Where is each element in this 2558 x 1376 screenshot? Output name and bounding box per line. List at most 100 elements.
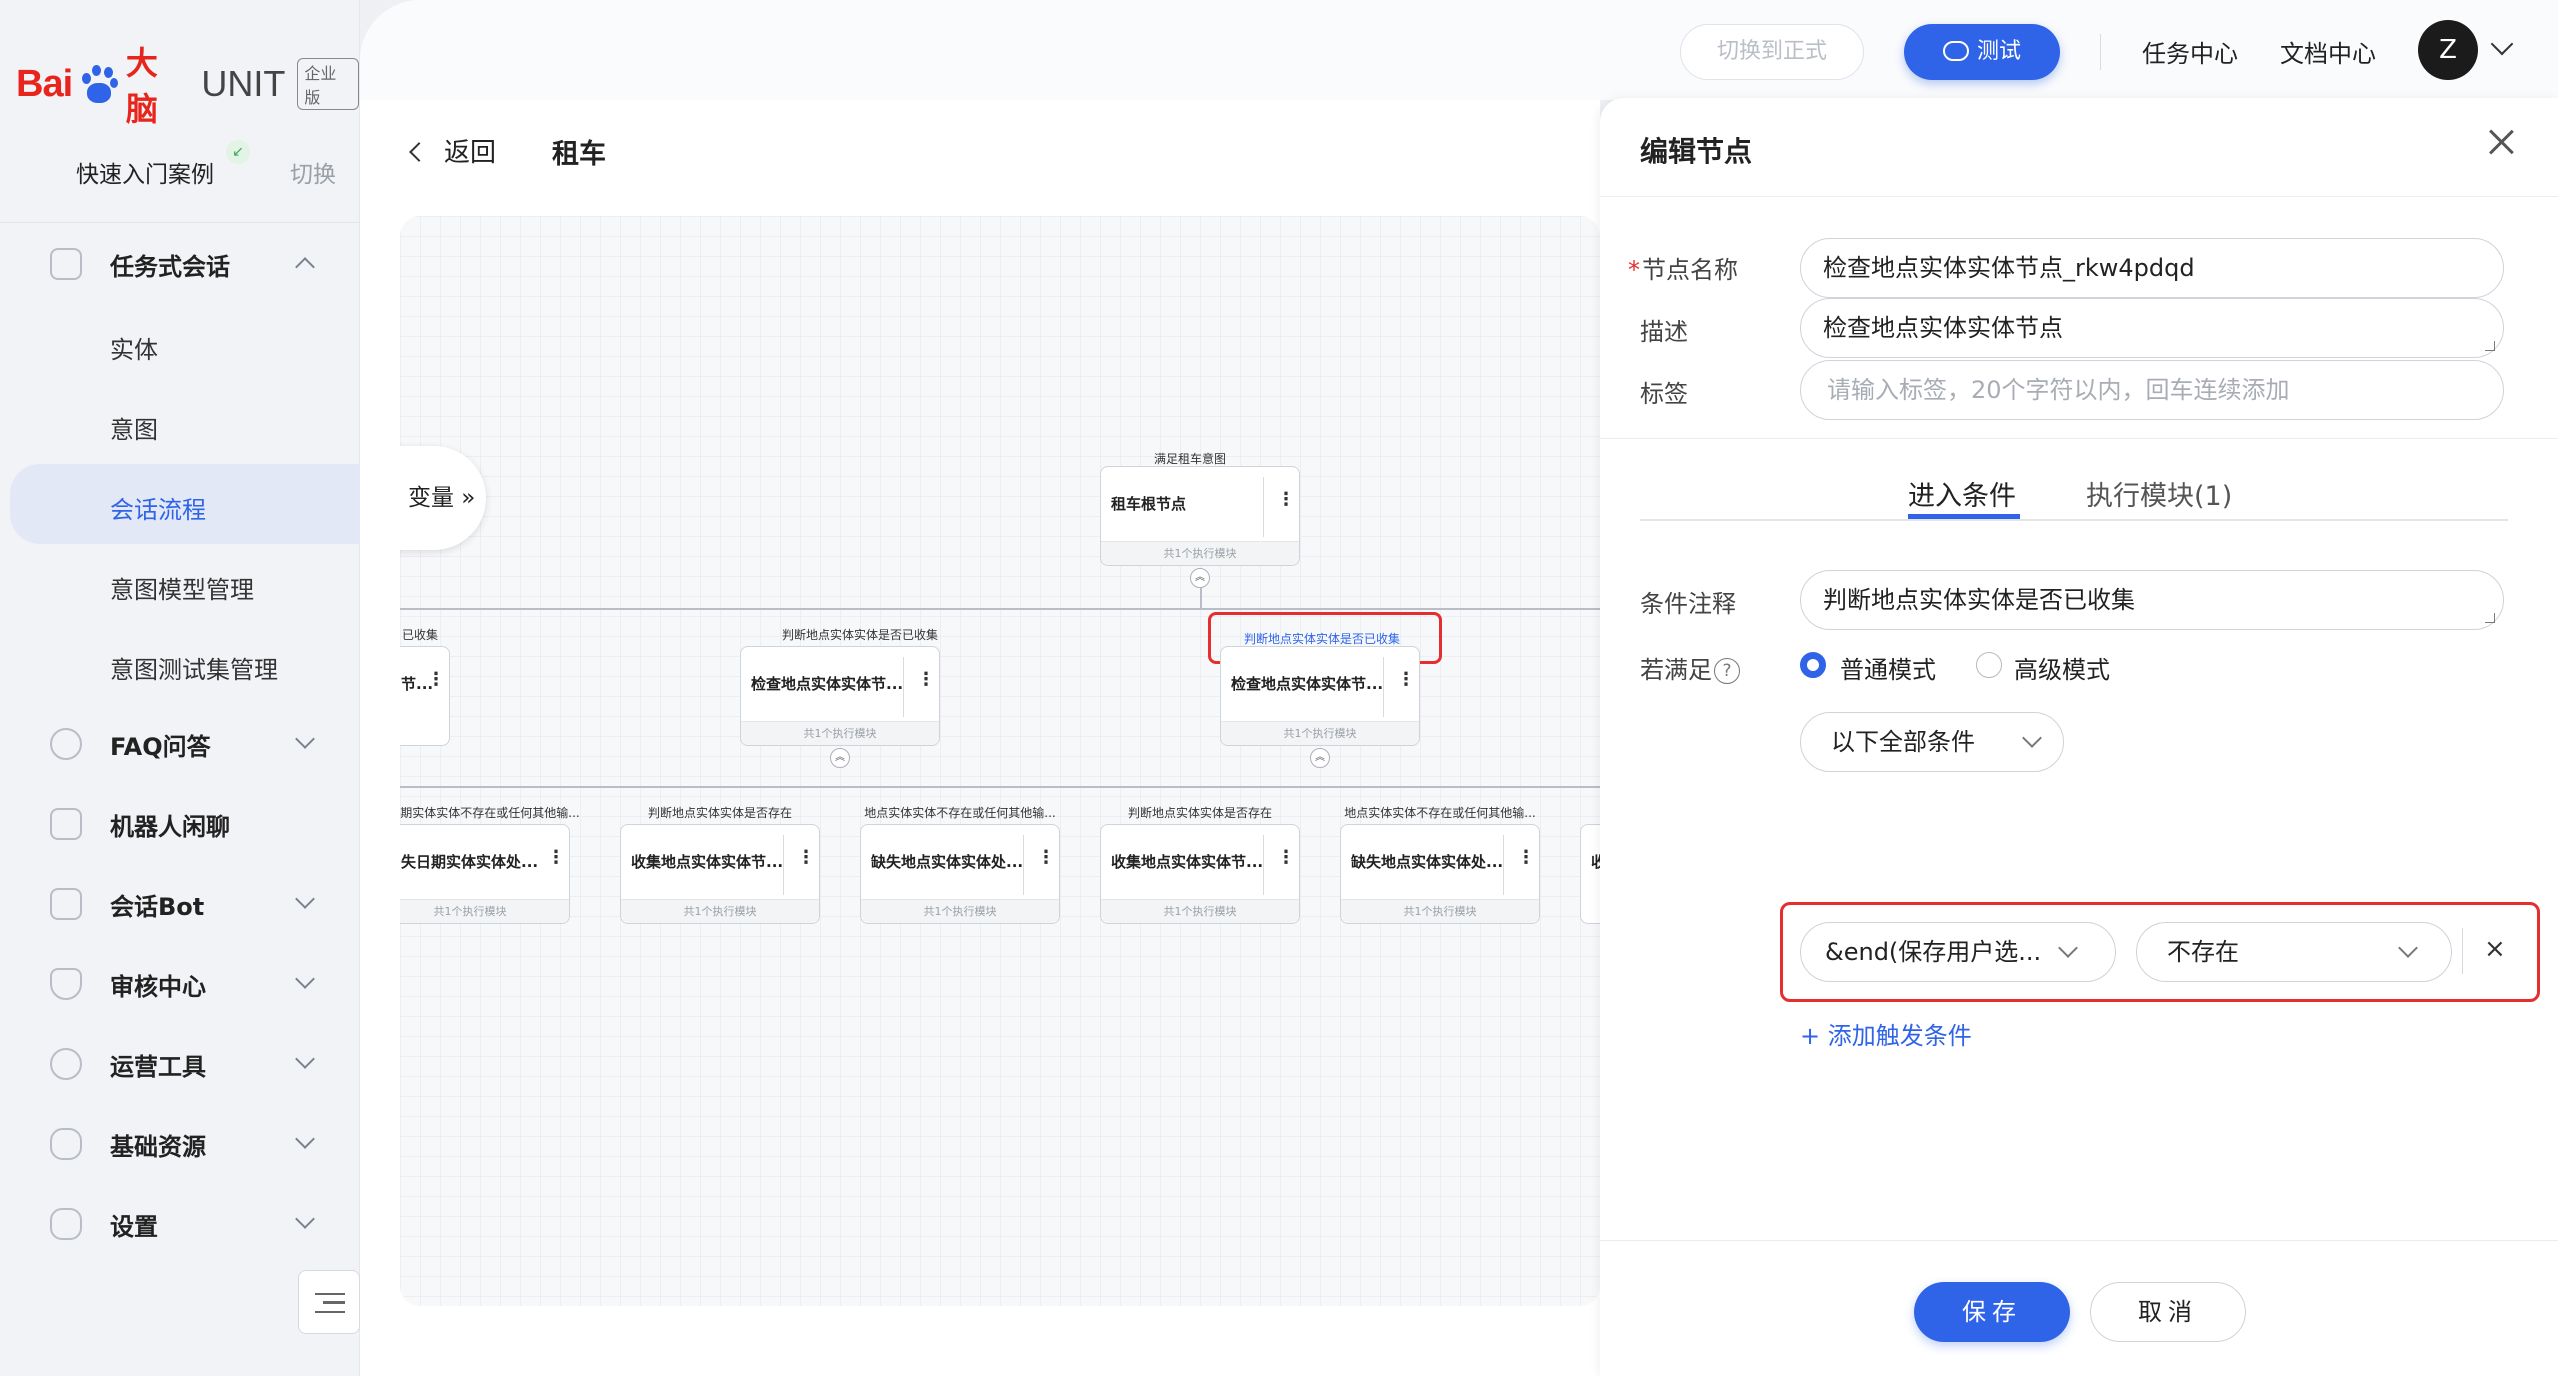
add-trigger-link[interactable]: + 添加触发条件 (1800, 1022, 1972, 1050)
collapse-children-icon[interactable]: ︽ (830, 748, 850, 768)
project-pin-icon[interactable]: ↙ (226, 140, 250, 164)
sidebar-item-settings[interactable]: 设置 (0, 1194, 360, 1254)
sidebar-item-chitchat[interactable]: 机器人闲聊 (0, 794, 360, 854)
sidebar-subitem-label: 意图 (110, 416, 158, 444)
sidebar-item-label: 基础资源 (110, 1132, 206, 1161)
node-menu-icon[interactable]: ⋮ (427, 669, 445, 690)
condition-highlight-box (1780, 902, 2540, 1002)
tab-baseline (1640, 519, 2508, 521)
flow-node[interactable]: 节... ⋮ (400, 646, 450, 746)
node-menu-icon[interactable]: ⋮ (1517, 847, 1535, 868)
sidebar-item-label: 设置 (110, 1212, 158, 1241)
node-menu-icon[interactable]: ⋮ (1397, 669, 1415, 690)
tab-entry-condition[interactable]: 进入条件 (1908, 481, 2016, 512)
collapse-children-icon[interactable]: ︽ (1310, 748, 1330, 768)
sidebar-item-label: FAQ问答 (110, 732, 211, 761)
remove-condition-icon[interactable]: × (2484, 934, 2506, 964)
switch-project-link[interactable]: 切换 (290, 162, 336, 188)
save-button[interactable]: 保存 (1914, 1282, 2070, 1342)
flow-node[interactable]: 检查地点实体实体节... ⋮ 共1个执行模块 (740, 646, 940, 746)
sidebar-subitem-dialog-flow[interactable]: 会话流程 (10, 464, 360, 544)
switch-to-formal-button[interactable]: 切换到正式 (1680, 24, 1864, 80)
sidebar-item-task-dialog[interactable]: 任务式会话 (0, 234, 360, 294)
settings-icon (50, 1208, 82, 1240)
flow-node-root[interactable]: 租车根节点 ⋮ 共1个执行模块 (1100, 466, 1300, 566)
flow-graph: 满足租车意图 租车根节点 ⋮ 共1个执行模块 ︽ 已收集 节... ⋮ 判断地点… (400, 216, 1600, 1306)
match-mode-select[interactable]: 以下全部条件 (1800, 712, 2064, 772)
flow-node[interactable]: 收集地点实体实体节... ⋮ 共1个执行模块 (620, 824, 820, 924)
user-avatar[interactable]: Z (2418, 20, 2478, 80)
node-divider (1503, 835, 1504, 895)
collapse-children-icon[interactable]: ︽ (1190, 568, 1210, 588)
edit-node-panel: 编辑节点 *节点名称 检查地点实体实体节点_rkw4pdqd 描述 检查地点实体… (1600, 98, 2558, 1376)
back-button[interactable]: 返回 (409, 132, 496, 169)
node-caption: 判断地点实体实体是否已收集 (781, 628, 938, 642)
test-button-label: 测试 (1976, 39, 2021, 64)
sidebar-item-review[interactable]: 审核中心 (0, 954, 360, 1014)
sidebar-subitem-intent-model[interactable]: 意图模型管理 (0, 554, 360, 614)
cond-note-label: 条件注释 (1640, 590, 1736, 618)
sidebar-subitem-intent-testset[interactable]: 意图测试集管理 (0, 634, 360, 694)
node-name: 检查地点实体实体节... (1231, 675, 1384, 693)
sidebar-item-ops-tools[interactable]: 运营工具 (0, 1034, 360, 1094)
node-divider (1263, 835, 1264, 895)
node-menu-icon[interactable]: ⋮ (1037, 847, 1055, 868)
sidebar-item-label: 会话Bot (110, 892, 205, 921)
logo-bai: Bai (16, 62, 73, 105)
flow-node[interactable]: 失日期实体实体处... ⋮ 共1个执行模块 (400, 824, 570, 924)
radio-advanced-mode[interactable] (1976, 652, 2002, 678)
task-center-link[interactable]: 任务中心 (2142, 40, 2238, 68)
node-caption: 地点实体实体不存在或任何其他输... (1344, 806, 1536, 820)
node-menu-icon[interactable]: ⋮ (547, 847, 565, 868)
node-name: 收集地点实体实体节... (631, 853, 784, 871)
close-icon[interactable] (2488, 128, 2516, 156)
node-caption: 判断地点实体实体是否存在 (1127, 806, 1272, 820)
edge (400, 608, 1600, 610)
cancel-button[interactable]: 取消 (2090, 1282, 2246, 1342)
sidebar: Bai 大脑 UNIT 企业版 快速入门案例 ↙ 切换 任务式会话 实体 意图 … (0, 0, 360, 1376)
faq-icon (50, 728, 82, 760)
sidebar-subitem-intent[interactable]: 意图 (0, 394, 360, 454)
flow-canvas[interactable]: 满足租车意图 租车根节点 ⋮ 共1个执行模块 ︽ 已收集 节... ⋮ 判断地点… (400, 216, 1600, 1306)
tab-execution-module[interactable]: 执行模块(1) (2086, 481, 2233, 512)
doc-center-link[interactable]: 文档中心 (2280, 40, 2376, 68)
variables-button[interactable]: 变量 » (400, 446, 486, 550)
node-menu-icon[interactable]: ⋮ (1277, 489, 1295, 510)
sidebar-subitem-entity[interactable]: 实体 (0, 314, 360, 374)
shield-icon (50, 968, 82, 1000)
node-caption: 已收集 (401, 628, 438, 642)
flow-node[interactable]: 收 (1580, 824, 1600, 924)
resize-handle-icon[interactable] (2485, 613, 2495, 623)
chevron-down-icon (295, 969, 315, 989)
flow-node[interactable]: 缺失地点实体实体处... ⋮ 共1个执行模块 (1340, 824, 1540, 924)
condition-operator-select[interactable]: 不存在 (2136, 922, 2452, 982)
sidebar-item-base-resources[interactable]: 基础资源 (0, 1114, 360, 1174)
cond-note-input[interactable]: 判断地点实体实体是否已收集 (1800, 570, 2504, 630)
desc-input[interactable]: 检查地点实体实体节点 (1800, 298, 2504, 358)
if-satisfy-text: 若满足 (1640, 656, 1712, 684)
tag-input[interactable]: 请输入标签，20个字符以内，回车连续添加 (1800, 360, 2504, 420)
node-menu-icon[interactable]: ⋮ (797, 847, 815, 868)
tag-label: 标签 (1640, 380, 1688, 408)
flow-node[interactable]: 收集地点实体实体节... ⋮ 共1个执行模块 (1100, 824, 1300, 924)
sidebar-item-bot[interactable]: 会话Bot (0, 874, 360, 934)
brand-logo[interactable]: Bai 大脑 UNIT 企业版 (16, 44, 360, 128)
node-name-input[interactable]: 检查地点实体实体节点_rkw4pdqd (1800, 238, 2504, 298)
flow-node-selected[interactable]: 检查地点实体实体节... ⋮ 共1个执行模块 (1220, 646, 1420, 746)
panel-footer-divider (1600, 1240, 2558, 1241)
match-mode-value: 以下全部条件 (1831, 728, 1975, 756)
resize-handle-icon[interactable] (2485, 341, 2495, 351)
sidebar-item-faq[interactable]: FAQ问答 (0, 714, 360, 774)
chevron-down-icon (295, 1049, 315, 1069)
flow-node[interactable]: 缺失地点实体实体处... ⋮ 共1个执行模块 (860, 824, 1060, 924)
sidebar-collapse-button[interactable] (298, 1270, 360, 1334)
node-menu-icon[interactable]: ⋮ (1277, 847, 1295, 868)
test-button[interactable]: 测试 (1904, 24, 2060, 80)
required-mark: * (1628, 256, 1640, 284)
radio-normal-mode[interactable] (1800, 652, 1826, 678)
condition-variable-select[interactable]: &end(保存用户选... (1800, 922, 2116, 982)
node-menu-icon[interactable]: ⋮ (917, 669, 935, 690)
chevron-down-icon[interactable] (2490, 32, 2514, 56)
help-icon[interactable]: ? (1714, 658, 1740, 684)
node-footer: 共1个执行模块 (861, 899, 1059, 923)
